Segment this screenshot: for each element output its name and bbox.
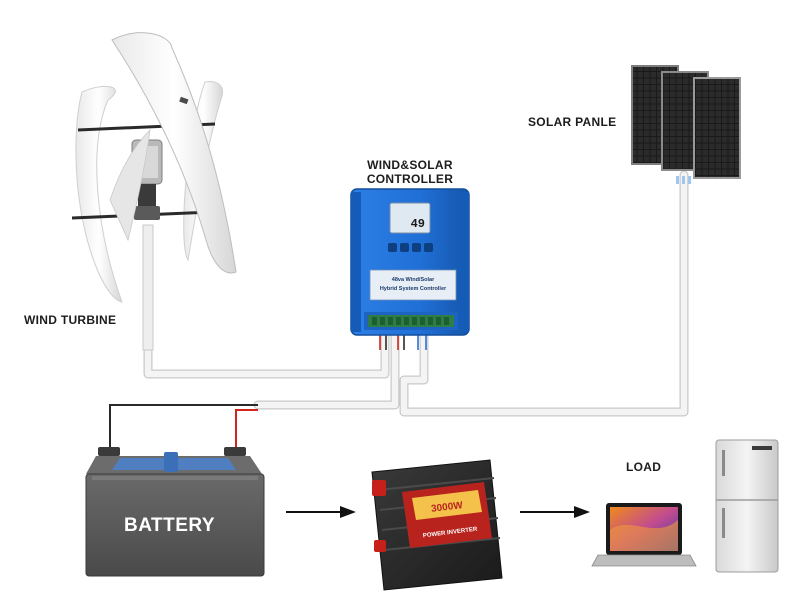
solar-panel-icon: [631, 65, 741, 184]
battery-wires: [109, 404, 258, 452]
controller-plate-line2: Hybrid System Controller: [380, 286, 447, 292]
cable-battery-to-controller: [253, 327, 400, 410]
battery-label: BATTERY: [124, 515, 216, 536]
controller-label-line1: WIND&SOLAR: [367, 158, 453, 172]
laptop-icon: [591, 503, 697, 567]
solar-panel-label: SOLAR PANLE: [528, 115, 617, 129]
controller-icon: 49 48va Wind/Solar Hybrid System Control…: [350, 188, 470, 336]
controller-plate-line1: 48va Wind/Solar: [392, 277, 435, 283]
arrow-icon-battery-to-inverter: [286, 506, 356, 518]
battery-icon: [85, 447, 265, 577]
inverter-icon: 3000W POWER INVERTER: [371, 459, 503, 591]
cable-wind-to-controller: [143, 243, 390, 379]
wind-turbine-label: WIND TURBINE: [24, 313, 117, 327]
inverter-badge-text: 3000W: [431, 500, 464, 515]
load-label: LOAD: [626, 460, 662, 474]
controller-label-line2: CONTROLLER: [366, 172, 454, 186]
cable-solar-to-controller: [399, 170, 689, 417]
controller-display-text: 49: [411, 217, 425, 231]
arrow-icon-inverter-to-load: [520, 506, 590, 518]
fridge-icon: [715, 439, 779, 573]
wind-turbine-icon: [71, 32, 237, 351]
